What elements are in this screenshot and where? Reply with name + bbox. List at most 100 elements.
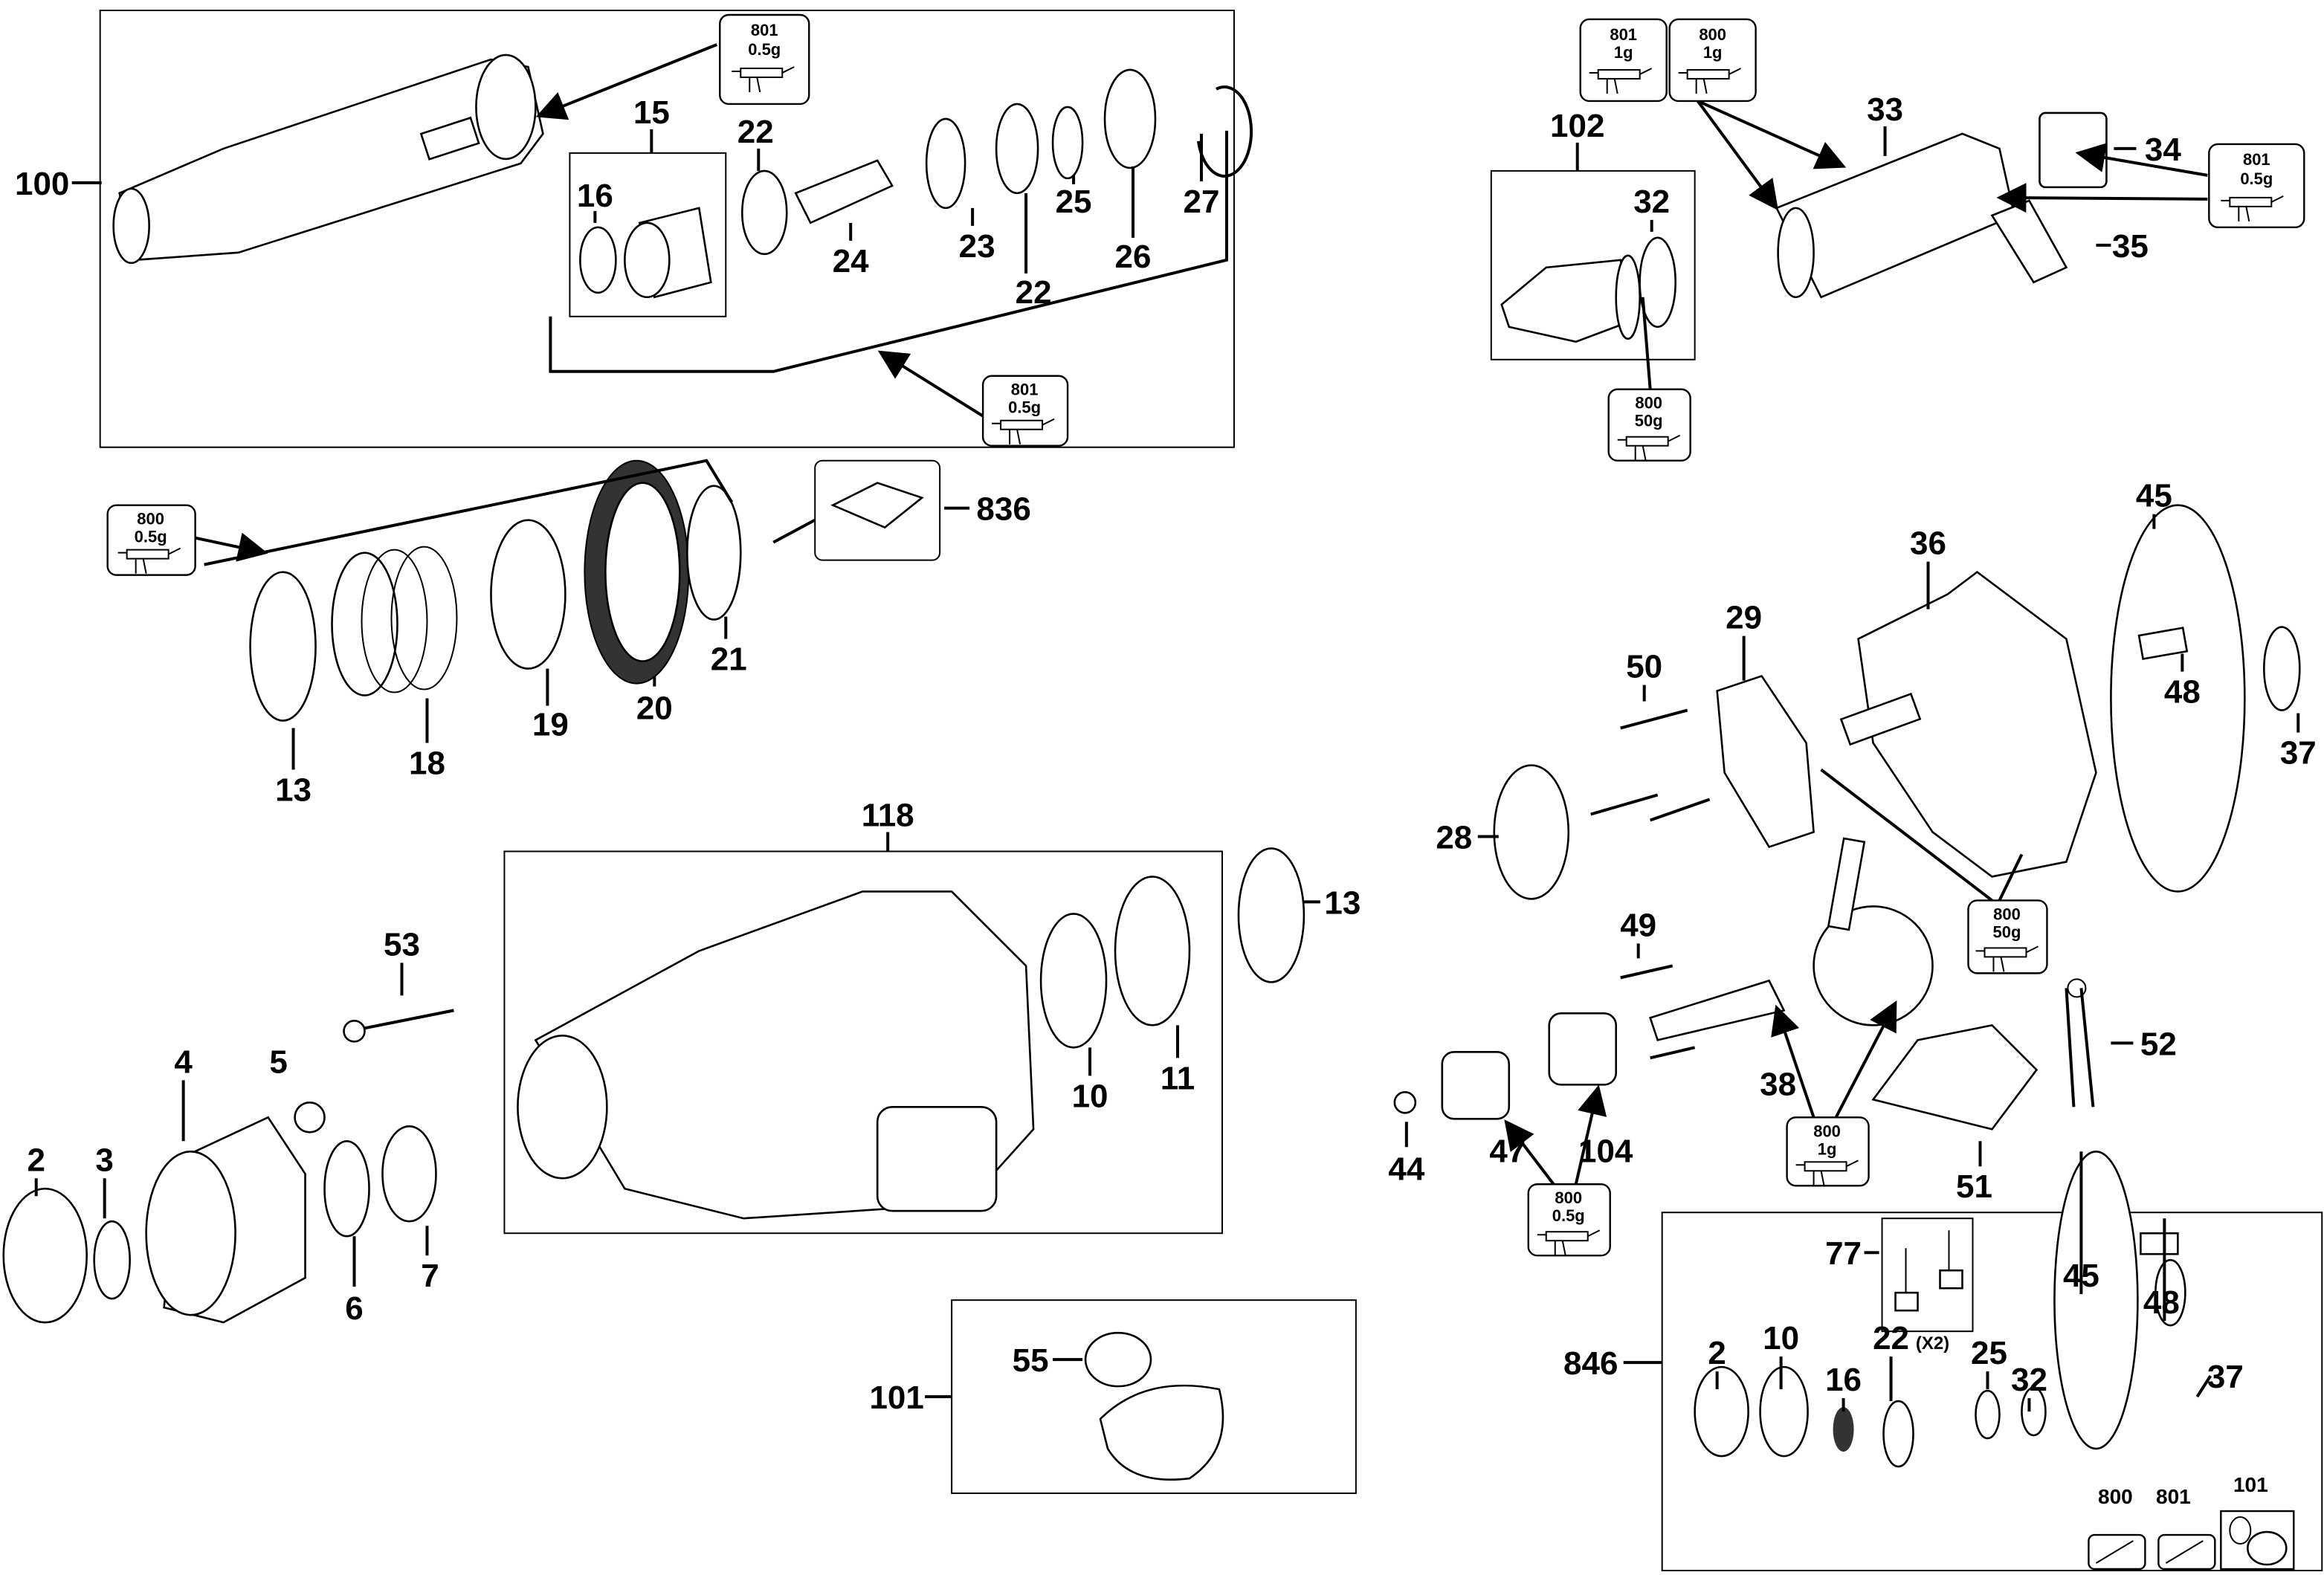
callout-100: 100	[15, 166, 69, 202]
group-box-836	[814, 459, 941, 561]
callout-50: 50	[1626, 649, 1662, 685]
group-box-15	[569, 152, 727, 317]
svg-text:0.5g: 0.5g	[1008, 398, 1041, 417]
callout-44: 44	[1388, 1151, 1424, 1187]
callout-15: 15	[633, 94, 670, 131]
part-49-screws	[1620, 964, 1696, 1060]
callout-47: 47	[1489, 1133, 1526, 1169]
callout-5: 5	[269, 1044, 287, 1080]
svg-text:50g: 50g	[1993, 922, 2021, 941]
svg-text:1g: 1g	[1614, 43, 1633, 62]
callout-77: 77	[1825, 1235, 1862, 1272]
svg-text:801: 801	[2243, 150, 2270, 169]
part-24-sleeve	[794, 159, 894, 224]
part-836-clip	[830, 482, 924, 529]
callout-24: 24	[833, 243, 869, 279]
part-38-shaft	[1649, 837, 1934, 1041]
svg-text:801: 801	[1610, 25, 1637, 44]
callout-53: 53	[384, 926, 420, 963]
callout-102: 102	[1550, 108, 1604, 144]
callout-37: 37	[2280, 735, 2317, 772]
part-101-dust-cap	[1099, 1384, 1224, 1481]
svg-text:800: 800	[1813, 1122, 1841, 1140]
svg-text:800: 800	[1993, 905, 2021, 923]
part-7-spring	[381, 1125, 437, 1223]
svg-text:1g: 1g	[1703, 43, 1723, 62]
kit-801-grease-box	[2157, 1533, 2216, 1571]
callout-22: 22	[737, 114, 774, 150]
kit-callout-800: 800	[2098, 1485, 2133, 1508]
kit-callout-37: 37	[2207, 1359, 2244, 1395]
group-box-102	[1490, 169, 1696, 360]
svg-text:0.5g: 0.5g	[748, 40, 781, 59]
callout-22b: 22	[1016, 274, 1052, 311]
part-51-bracket	[1871, 1023, 2039, 1131]
part-100-spindle	[112, 54, 544, 265]
part-18-spring	[331, 546, 458, 696]
callout-13b: 13	[1324, 884, 1360, 921]
kit-callout-32: 32	[2011, 1362, 2047, 1398]
part-20-gear	[584, 459, 690, 685]
part-11-bearing	[1114, 876, 1191, 1026]
part-34-nut	[2039, 111, 2108, 189]
kit-part-10	[1759, 1365, 1809, 1458]
callout-11: 11	[1161, 1060, 1195, 1096]
svg-text:800: 800	[1699, 25, 1726, 44]
callout-45: 45	[2136, 478, 2172, 514]
group-box-77	[1881, 1217, 1974, 1333]
callout-labels: 100 15 16 22 24 23 22 25 26 27 102 32 33…	[15, 91, 2317, 1508]
callout-20: 20	[636, 691, 673, 727]
part-22-ring	[740, 169, 788, 256]
callout-48: 48	[2164, 674, 2201, 711]
svg-text:1g: 1g	[1818, 1139, 1837, 1158]
callout-19: 19	[532, 707, 569, 743]
callout-23: 23	[959, 228, 995, 265]
kit-part-22	[1882, 1400, 1914, 1468]
callout-3: 3	[95, 1142, 113, 1178]
callout-35: 35	[2112, 228, 2149, 265]
part-13-ring	[249, 571, 317, 722]
callout-101: 101	[869, 1380, 923, 1416]
part-21-ring	[686, 485, 742, 621]
kit-callout-16: 16	[1825, 1362, 1862, 1398]
kit-callout-801: 801	[2156, 1485, 2191, 1508]
kit-callout-22-qty: (X2)	[1916, 1333, 1949, 1354]
kit-callout-48: 48	[2143, 1284, 2180, 1321]
callout-32: 32	[1633, 184, 1670, 220]
part-52-loop	[2067, 978, 2087, 998]
part-29-plate	[1716, 675, 1815, 849]
part-52-spring-clip	[2065, 988, 2095, 1107]
callout-118: 118	[862, 797, 914, 833]
part-13-ring-b	[1237, 847, 1305, 983]
part-6-washer	[323, 1139, 370, 1238]
callout-28: 28	[1436, 819, 1472, 856]
part-45-gasket	[2110, 504, 2246, 893]
part-47-gear	[1441, 1051, 1511, 1120]
part-32-ring	[1639, 236, 1676, 329]
kit-part-16	[1833, 1407, 1854, 1452]
callout-104: 104	[1578, 1133, 1633, 1169]
kit-callout-10: 10	[1763, 1320, 1799, 1356]
kit-part-2	[1694, 1365, 1749, 1458]
callout-10: 10	[1072, 1078, 1108, 1114]
callout-836: 836	[976, 491, 1030, 528]
svg-text:0.5g: 0.5g	[1552, 1206, 1585, 1225]
part-10-seal	[1039, 913, 1108, 1049]
callout-16: 16	[577, 178, 613, 214]
callout-2: 2	[27, 1142, 45, 1178]
part-19-clutch	[490, 519, 567, 670]
part-53-screw-head	[343, 1020, 366, 1043]
callout-7: 7	[421, 1258, 439, 1294]
callout-52: 52	[2140, 1026, 2177, 1062]
kit-callout-101: 101	[2233, 1473, 2268, 1496]
callout-13: 13	[275, 772, 312, 808]
leader-lines	[34, 43, 2300, 1412]
part-25-seal	[1051, 106, 1084, 180]
part-23-washer	[925, 117, 966, 210]
callout-38: 38	[1760, 1066, 1796, 1102]
